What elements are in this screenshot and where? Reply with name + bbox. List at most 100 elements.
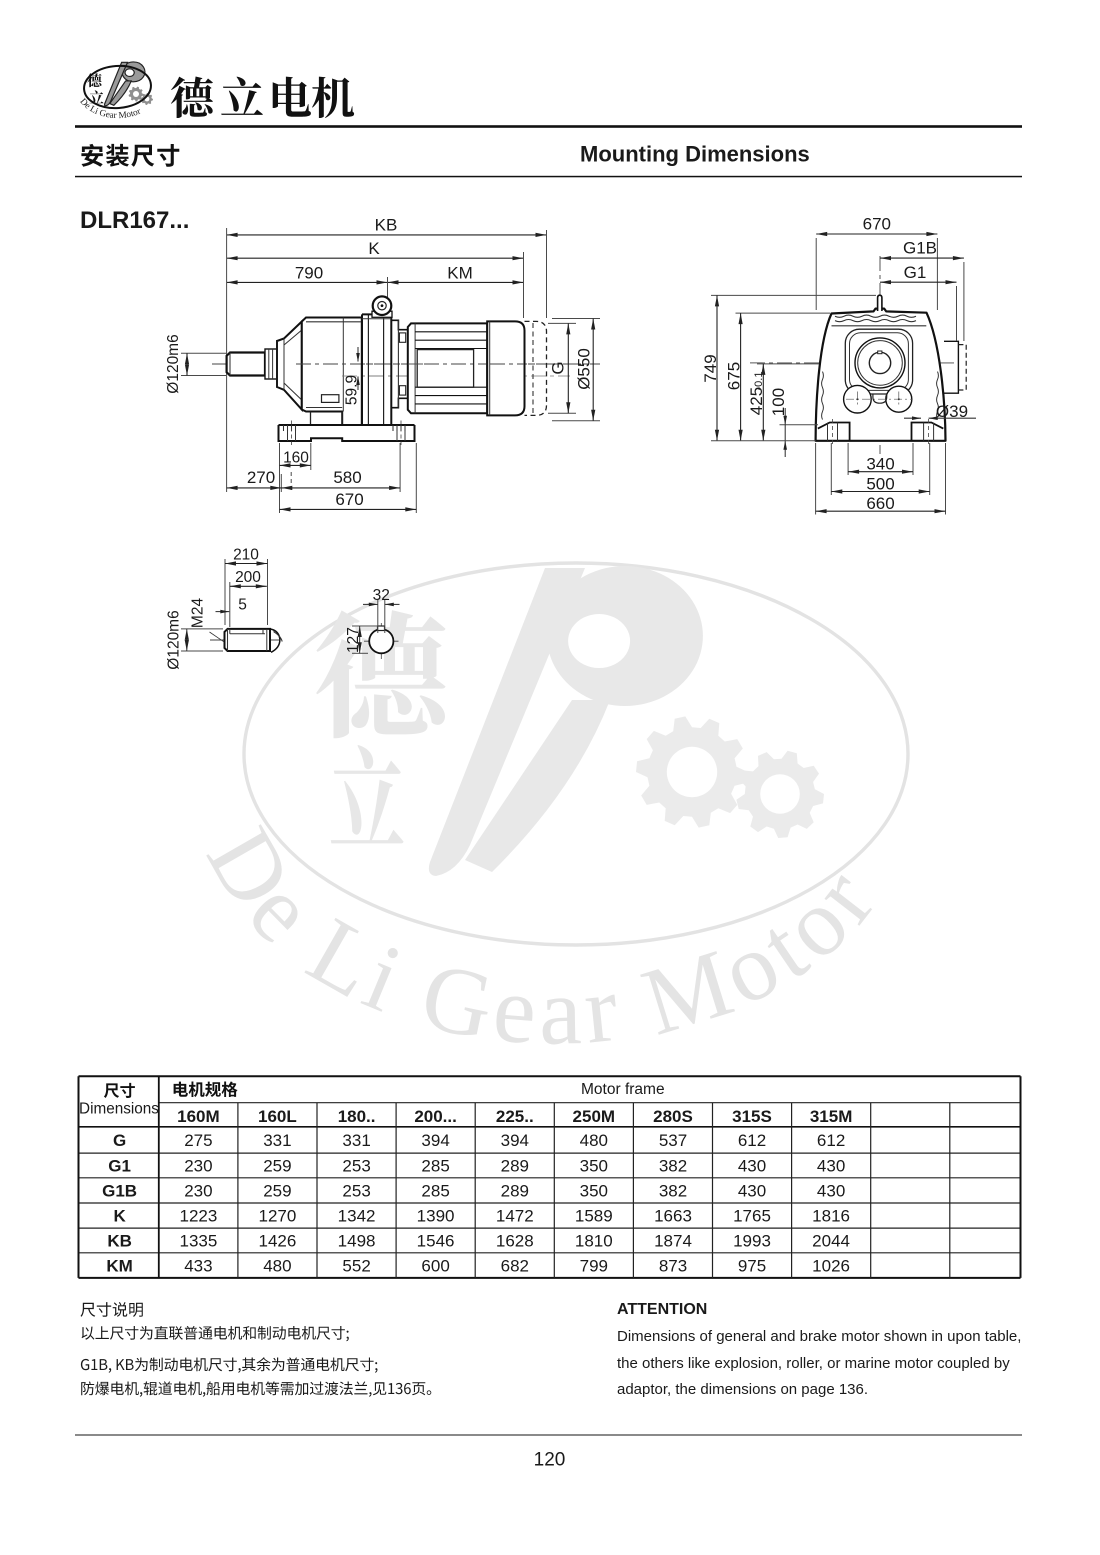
svg-text:Ø120m6: Ø120m6 bbox=[165, 334, 182, 393]
svg-text:1390: 1390 bbox=[417, 1207, 455, 1226]
svg-text:331: 331 bbox=[342, 1131, 370, 1150]
svg-text:331: 331 bbox=[263, 1131, 291, 1150]
svg-text:200: 200 bbox=[235, 569, 261, 586]
svg-text:DLR167...: DLR167... bbox=[80, 207, 189, 234]
svg-text:1472: 1472 bbox=[496, 1207, 534, 1226]
svg-text:552: 552 bbox=[342, 1256, 370, 1275]
svg-text:580: 580 bbox=[333, 468, 361, 487]
svg-text:250M: 250M bbox=[573, 1107, 616, 1126]
svg-text:480: 480 bbox=[263, 1256, 291, 1275]
svg-text:G: G bbox=[113, 1131, 126, 1150]
svg-text:1223: 1223 bbox=[179, 1207, 217, 1226]
svg-text:682: 682 bbox=[501, 1256, 529, 1275]
svg-text:M24: M24 bbox=[190, 598, 207, 629]
svg-text:790: 790 bbox=[295, 263, 323, 282]
svg-text:120: 120 bbox=[534, 1450, 566, 1471]
svg-text:1342: 1342 bbox=[338, 1207, 376, 1226]
svg-text:253: 253 bbox=[342, 1156, 370, 1175]
svg-text:425: 425 bbox=[747, 387, 766, 415]
svg-text:1874: 1874 bbox=[654, 1231, 692, 1250]
svg-text:430: 430 bbox=[817, 1181, 845, 1200]
svg-text:660: 660 bbox=[866, 494, 894, 513]
svg-text:275: 275 bbox=[184, 1131, 212, 1150]
svg-text:KM: KM bbox=[106, 1256, 132, 1275]
svg-text:285: 285 bbox=[421, 1156, 449, 1175]
svg-text:32: 32 bbox=[373, 587, 390, 604]
svg-text:259: 259 bbox=[263, 1156, 291, 1175]
svg-text:1546: 1546 bbox=[417, 1231, 455, 1250]
svg-text:315M: 315M bbox=[810, 1107, 853, 1126]
svg-text:G: G bbox=[549, 361, 568, 374]
svg-text:612: 612 bbox=[738, 1131, 766, 1150]
svg-text:1663: 1663 bbox=[654, 1207, 692, 1226]
svg-text:1816: 1816 bbox=[812, 1207, 850, 1226]
svg-text:1589: 1589 bbox=[575, 1207, 613, 1226]
svg-text:280S: 280S bbox=[653, 1107, 693, 1126]
svg-text:1993: 1993 bbox=[733, 1231, 771, 1250]
svg-text:2044: 2044 bbox=[812, 1231, 850, 1250]
svg-text:670: 670 bbox=[863, 215, 891, 234]
svg-text:350: 350 bbox=[580, 1181, 608, 1200]
svg-text:Dimensions of general and brak: Dimensions of general and brake motor sh… bbox=[617, 1328, 1021, 1345]
svg-text:1810: 1810 bbox=[575, 1231, 613, 1250]
svg-text:180..: 180.. bbox=[338, 1107, 376, 1126]
svg-text:adaptor, the dimensions on pag: adaptor, the dimensions on page 136. bbox=[617, 1381, 868, 1398]
svg-text:289: 289 bbox=[501, 1156, 529, 1175]
svg-text:230: 230 bbox=[184, 1156, 212, 1175]
svg-text:433: 433 bbox=[184, 1256, 212, 1275]
svg-text:253: 253 bbox=[342, 1181, 370, 1200]
svg-text:160M: 160M bbox=[177, 1107, 220, 1126]
svg-text:200...: 200... bbox=[414, 1107, 457, 1126]
svg-text:480: 480 bbox=[580, 1131, 608, 1150]
svg-text:600: 600 bbox=[421, 1256, 449, 1275]
svg-text:Ø120m6: Ø120m6 bbox=[166, 610, 183, 669]
svg-text:KB: KB bbox=[375, 216, 398, 235]
svg-text:KB: KB bbox=[107, 1231, 132, 1250]
svg-text:285: 285 bbox=[421, 1181, 449, 1200]
svg-text:225..: 225.. bbox=[496, 1107, 534, 1126]
svg-text:G1: G1 bbox=[108, 1156, 131, 1175]
svg-text:382: 382 bbox=[659, 1156, 687, 1175]
svg-text:100: 100 bbox=[769, 388, 788, 416]
svg-text:259: 259 bbox=[263, 1181, 291, 1200]
svg-text:K: K bbox=[113, 1207, 126, 1226]
svg-text:160L: 160L bbox=[258, 1107, 297, 1126]
svg-text:Motor frame: Motor frame bbox=[581, 1081, 665, 1098]
svg-text:315S: 315S bbox=[732, 1107, 772, 1126]
svg-text:1765: 1765 bbox=[733, 1207, 771, 1226]
svg-text:127: 127 bbox=[345, 627, 362, 653]
svg-text:537: 537 bbox=[659, 1131, 687, 1150]
svg-text:160: 160 bbox=[283, 450, 309, 467]
svg-text:230: 230 bbox=[184, 1181, 212, 1200]
svg-text:K: K bbox=[368, 239, 380, 258]
svg-text:1426: 1426 bbox=[258, 1231, 296, 1250]
svg-text:59.9: 59.9 bbox=[344, 375, 361, 405]
svg-text:350: 350 bbox=[580, 1156, 608, 1175]
svg-text:Dimensions: Dimensions bbox=[79, 1101, 159, 1118]
svg-text:Mounting Dimensions: Mounting Dimensions bbox=[580, 142, 810, 167]
svg-text:394: 394 bbox=[421, 1131, 449, 1150]
svg-text:500: 500 bbox=[866, 474, 894, 493]
svg-text:670: 670 bbox=[335, 490, 363, 509]
svg-text:340: 340 bbox=[866, 455, 894, 474]
svg-text:675: 675 bbox=[725, 362, 744, 390]
svg-text:430: 430 bbox=[817, 1156, 845, 1175]
svg-text:-0.1: -0.1 bbox=[753, 372, 765, 391]
svg-text:ATTENTION: ATTENTION bbox=[617, 1301, 707, 1318]
svg-text:the others like explosion, rol: the others like explosion, roller, or ma… bbox=[617, 1355, 1010, 1372]
svg-text:G1B: G1B bbox=[102, 1181, 137, 1200]
svg-text:1335: 1335 bbox=[179, 1231, 217, 1250]
svg-text:Ø550: Ø550 bbox=[575, 348, 594, 390]
svg-text:382: 382 bbox=[659, 1181, 687, 1200]
svg-text:430: 430 bbox=[738, 1156, 766, 1175]
svg-text:1270: 1270 bbox=[258, 1207, 296, 1226]
svg-text:5: 5 bbox=[238, 597, 247, 614]
svg-text:289: 289 bbox=[501, 1181, 529, 1200]
svg-text:749: 749 bbox=[701, 354, 720, 382]
svg-text:612: 612 bbox=[817, 1131, 845, 1150]
svg-text:1498: 1498 bbox=[338, 1231, 376, 1250]
svg-text:799: 799 bbox=[580, 1256, 608, 1275]
svg-text:1026: 1026 bbox=[812, 1256, 850, 1275]
svg-text:G1: G1 bbox=[904, 263, 927, 282]
svg-text:G1B: G1B bbox=[903, 239, 937, 258]
